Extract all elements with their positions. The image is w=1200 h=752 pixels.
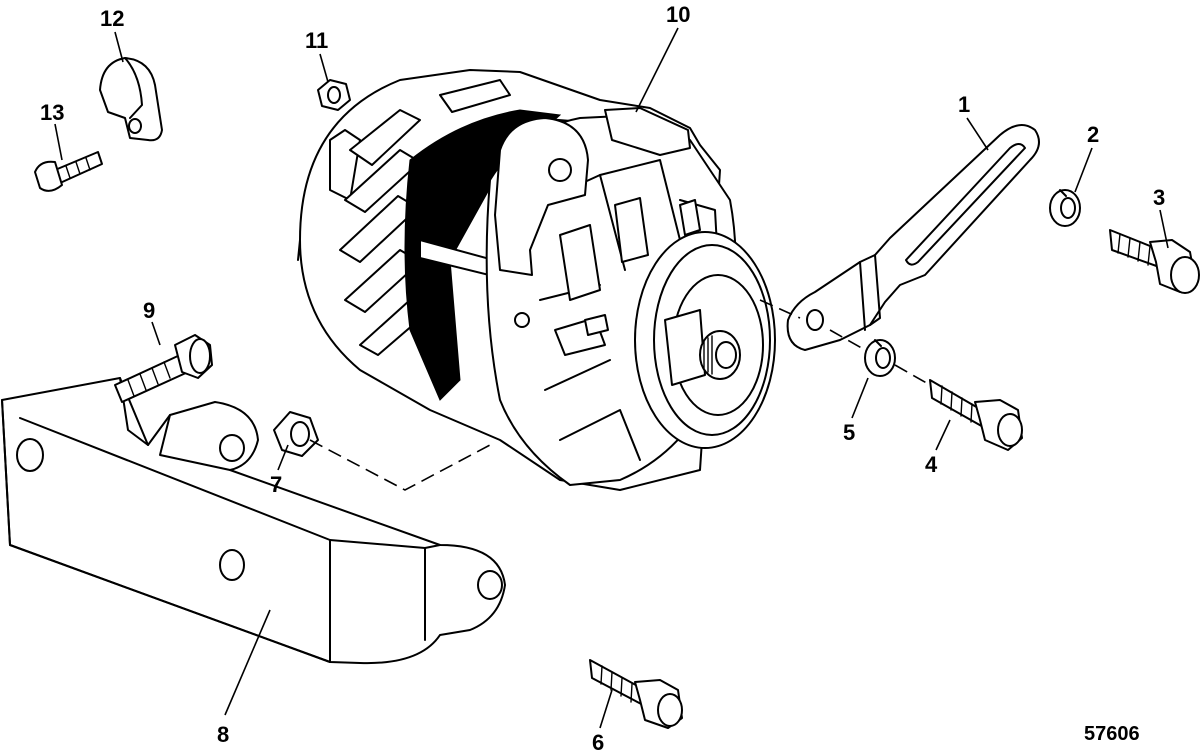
callout-5: 5 bbox=[843, 420, 855, 445]
cable-clamp bbox=[99, 57, 163, 142]
adjustment-bracket bbox=[786, 124, 1040, 351]
lock-washer-upper bbox=[1049, 189, 1081, 227]
callout-4: 4 bbox=[925, 452, 938, 477]
nut-lower bbox=[273, 411, 319, 457]
callout-9: 9 bbox=[143, 298, 155, 323]
callout-8: 8 bbox=[217, 722, 229, 747]
screw-upper-left bbox=[34, 151, 103, 192]
callout-1: 1 bbox=[958, 92, 970, 117]
mounting-bracket bbox=[1, 377, 506, 665]
nut-upper bbox=[317, 79, 351, 111]
callout-12: 12 bbox=[100, 6, 124, 31]
assembly-lines bbox=[309, 299, 931, 491]
callout-11: 11 bbox=[305, 28, 328, 53]
front-spokes bbox=[539, 159, 721, 461]
reference-number: 57606 bbox=[1084, 723, 1140, 745]
bolt-left bbox=[114, 334, 213, 403]
callout-7: 7 bbox=[270, 472, 282, 497]
lock-washer-lower bbox=[864, 339, 896, 377]
alternator bbox=[297, 69, 776, 491]
callouts: 1 2 3 4 5 6 7 8 9 10 11 12 13 bbox=[40, 2, 1165, 752]
bolt-lower-right bbox=[929, 379, 1023, 451]
callout-6: 6 bbox=[592, 730, 604, 752]
callout-13: 13 bbox=[40, 100, 64, 125]
bolt-bottom bbox=[589, 659, 683, 729]
callout-2: 2 bbox=[1087, 122, 1099, 147]
callout-3: 3 bbox=[1153, 185, 1165, 210]
callout-10: 10 bbox=[666, 2, 690, 27]
bolt-upper-right bbox=[1109, 229, 1200, 294]
leader-lines bbox=[54, 27, 1169, 729]
